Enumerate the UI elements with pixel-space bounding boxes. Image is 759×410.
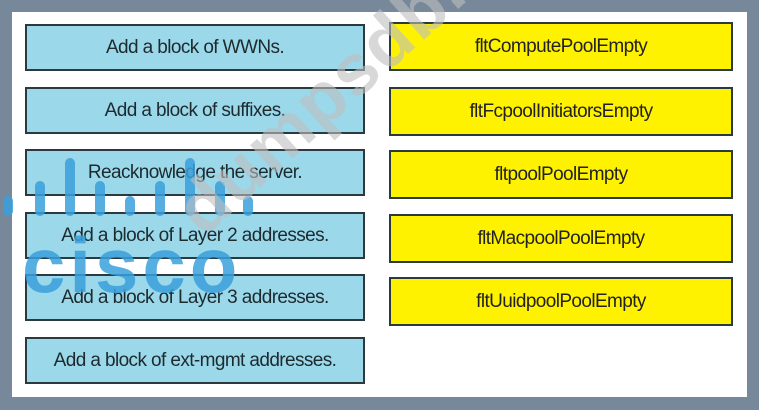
fault-item-fcpool-initiators[interactable]: fltFcpoolInitiatorsEmpty	[389, 87, 733, 136]
item-label: fltMacpoolPoolEmpty	[477, 227, 645, 249]
item-label: Add a block of Layer 2 addresses.	[61, 224, 329, 246]
action-item-wwns[interactable]: Add a block of WWNs.	[25, 24, 365, 71]
fault-item-compute-pool[interactable]: fltComputePoolEmpty	[389, 22, 733, 71]
item-label: fltFcpoolInitiatorsEmpty	[469, 100, 653, 122]
action-item-ext-mgmt[interactable]: Add a block of ext-mgmt addresses.	[25, 337, 365, 384]
item-label: Add a block of Layer 3 addresses.	[61, 286, 329, 308]
item-label: Add a block of ext-mgmt addresses.	[53, 349, 337, 371]
item-label: Add a block of WWNs.	[105, 36, 285, 58]
fault-item-uuidpool[interactable]: fltUuidpoolPoolEmpty	[389, 277, 733, 326]
item-label: fltComputePoolEmpty	[474, 35, 648, 57]
action-item-layer3[interactable]: Add a block of Layer 3 addresses.	[25, 274, 365, 321]
fault-item-pool[interactable]: fltpoolPoolEmpty	[389, 150, 733, 199]
item-label: fltUuidpoolPoolEmpty	[476, 290, 646, 312]
item-label: Add a block of suffixes.	[104, 99, 286, 121]
item-label: fltpoolPoolEmpty	[494, 163, 629, 185]
action-item-suffixes[interactable]: Add a block of suffixes.	[25, 87, 365, 134]
action-item-reacknowledge[interactable]: Reacknowledge the server.	[25, 149, 365, 196]
action-item-layer2[interactable]: Add a block of Layer 2 addresses.	[25, 212, 365, 259]
item-label: Reacknowledge the server.	[87, 161, 303, 183]
fault-item-macpool[interactable]: fltMacpoolPoolEmpty	[389, 214, 733, 263]
